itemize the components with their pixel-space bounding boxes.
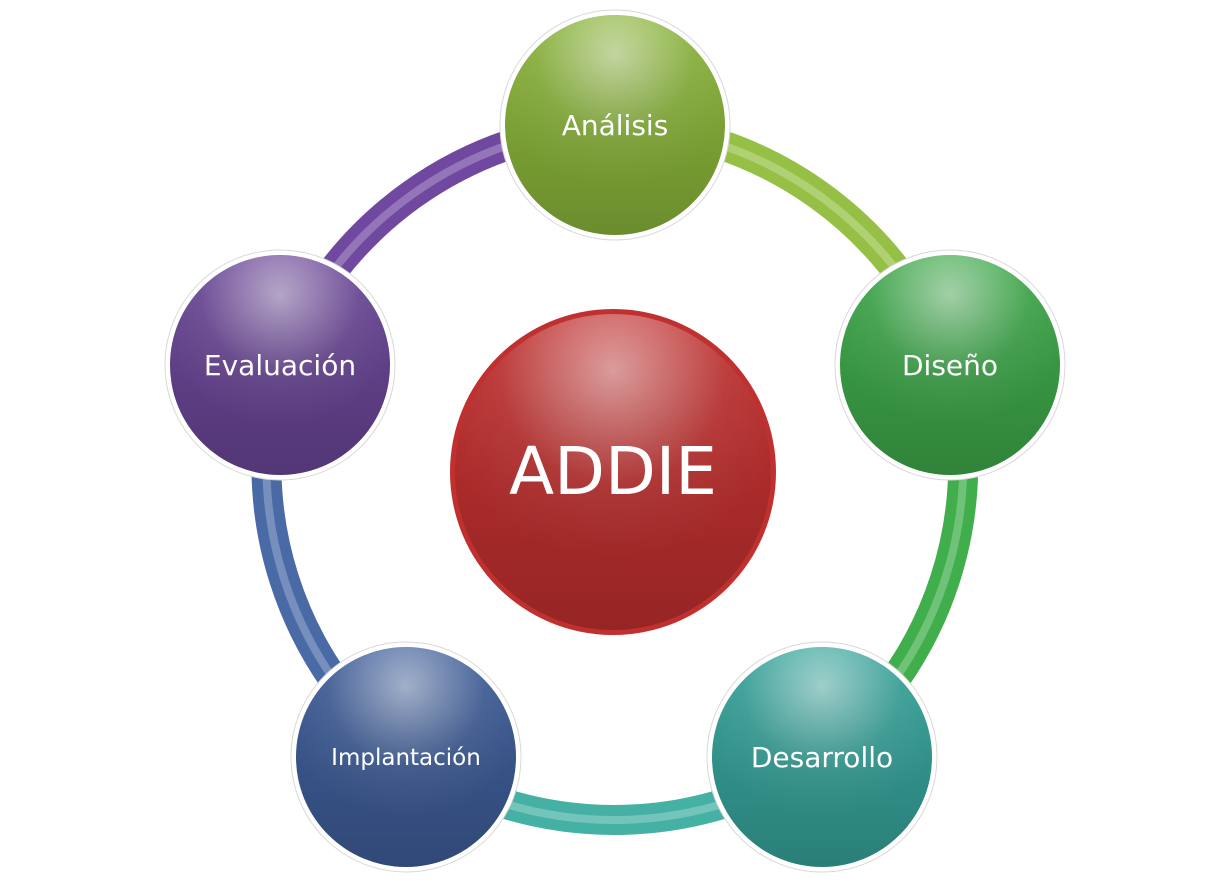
phase-label-desarrollo: Desarrollo: [751, 741, 893, 774]
phase-shade-diseno: [840, 255, 1060, 475]
phase-label-diseno: Diseño: [902, 349, 998, 382]
center-node: ADDIE: [450, 309, 776, 635]
phase-label-evaluacion: Evaluación: [204, 349, 356, 382]
phase-node-evaluacion: Evaluación: [164, 249, 396, 481]
phase-node-desarrollo: Desarrollo: [706, 641, 938, 873]
phase-node-diseno: Diseño: [834, 249, 1066, 481]
phase-shade-analisis: [505, 15, 725, 235]
center-shade: [455, 314, 771, 630]
phase-node-implantacion: Implantación: [290, 641, 522, 873]
phase-label-analisis: Análisis: [562, 109, 669, 142]
phase-shade-evaluacion: [170, 255, 390, 475]
center-label: ADDIE: [509, 433, 717, 510]
phase-node-analisis: Análisis: [499, 9, 731, 241]
phase-shade-desarrollo: [712, 647, 932, 867]
phase-shade-implantacion: [296, 647, 516, 867]
phase-label-implantacion: Implantación: [331, 745, 481, 771]
